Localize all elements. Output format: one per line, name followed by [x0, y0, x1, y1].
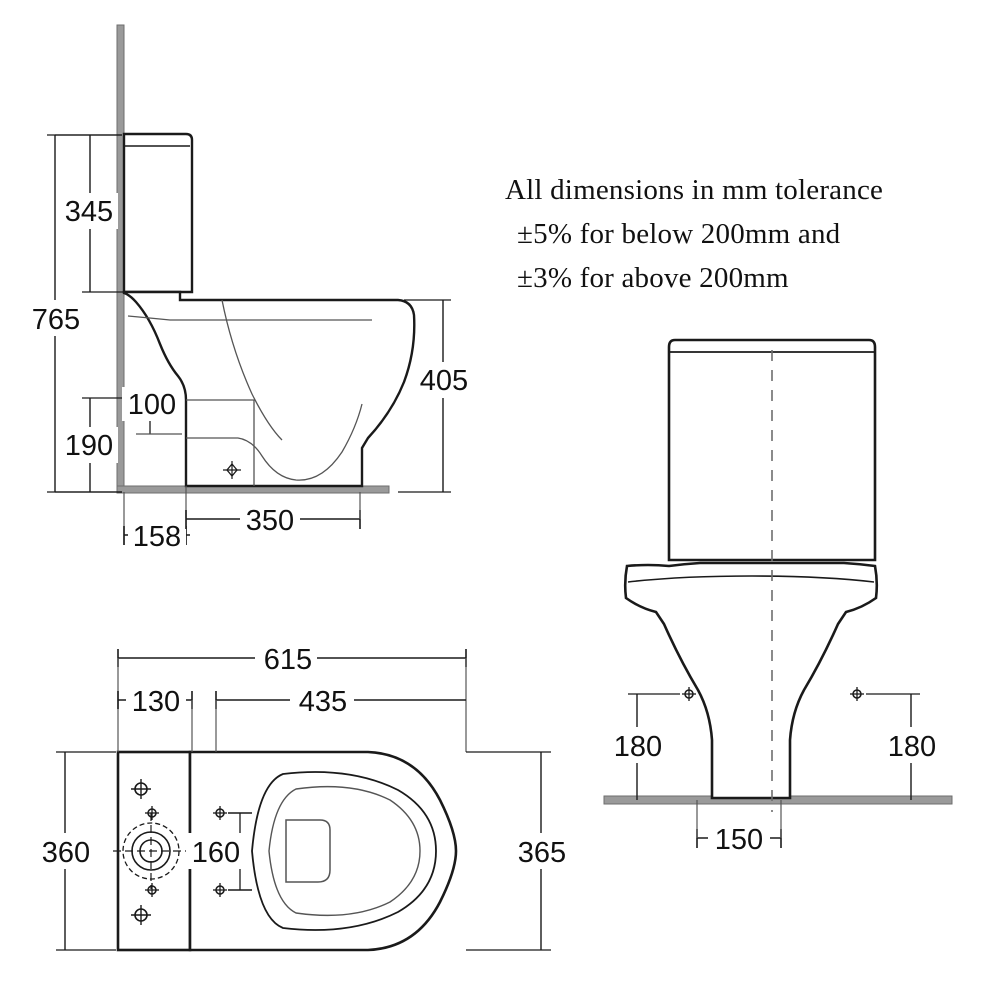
dimension-350: 350: [185, 492, 361, 537]
dimension-100: 100: [122, 387, 182, 435]
dimension-365: 365: [466, 751, 574, 951]
dimension-615-label: 615: [264, 644, 312, 676]
dimension-190-label: 190: [65, 430, 113, 462]
plan-top-view: 615 130 435: [36, 640, 574, 952]
dimension-130-label: 130: [132, 686, 180, 718]
dimension-345-label: 345: [65, 196, 113, 228]
dimension-190: 190: [55, 397, 124, 493]
front-elevation-view: 180 180 150: [603, 338, 953, 856]
dimension-130: 130: [117, 682, 193, 752]
cistern-fixing-holes-plan: [113, 778, 189, 926]
dimension-405-label: 405: [420, 365, 468, 397]
dimension-150: 150: [696, 800, 782, 856]
dimension-158-label: 158: [133, 521, 181, 553]
pan-outline-front: [623, 561, 879, 800]
dimension-160: 160: [186, 812, 252, 891]
dimension-365-label: 365: [518, 837, 566, 869]
bowl-rim-inner-plan: [268, 785, 421, 917]
trap-curve-line-side: [186, 403, 363, 481]
dimension-360: 360: [36, 751, 116, 951]
outlet-marker-side: [223, 461, 241, 479]
pan-rim-line-front: [627, 575, 875, 583]
dimension-615: 615: [117, 640, 467, 752]
dimension-180-right: 180: [866, 693, 942, 800]
dimension-350-label: 350: [246, 505, 294, 537]
dimension-160-label: 160: [192, 837, 240, 869]
fixing-hole-left-front: [681, 686, 697, 702]
dimension-100-label: 100: [128, 389, 176, 421]
dimension-435: 435: [215, 682, 466, 752]
dimension-150-label: 150: [715, 824, 763, 856]
fixing-hole-right-front: [849, 686, 865, 702]
seat-line-side: [127, 315, 372, 321]
dimension-360-label: 360: [42, 837, 90, 869]
dimension-180-right-label: 180: [888, 731, 936, 763]
side-elevation-view: 765 345 190: [28, 24, 474, 553]
dimension-345: 345: [55, 134, 124, 293]
tolerance-note-line-1: All dimensions in mm tolerance: [505, 174, 884, 206]
outlet-square-plan: [285, 819, 331, 883]
dimension-158: 158: [123, 486, 190, 553]
cistern-outline-side: [122, 132, 194, 294]
flush-valve-hole-plan: [113, 813, 189, 889]
tolerance-note-line-3: ±3% for above 200mm: [517, 262, 789, 294]
dimension-405: 405: [398, 299, 474, 493]
dimension-180-left-label: 180: [614, 731, 662, 763]
dimension-435-label: 435: [299, 686, 347, 718]
dimension-180-left: 180: [608, 693, 680, 800]
dimension-765-label: 765: [32, 304, 80, 336]
bowl-interior-line-side: [221, 299, 283, 441]
skirt-step-line-side: [186, 399, 255, 486]
tolerance-note-line-2: ±5% for below 200mm and: [517, 218, 841, 250]
tolerance-note: All dimensions in mm tolerance ±5% for b…: [505, 168, 985, 300]
